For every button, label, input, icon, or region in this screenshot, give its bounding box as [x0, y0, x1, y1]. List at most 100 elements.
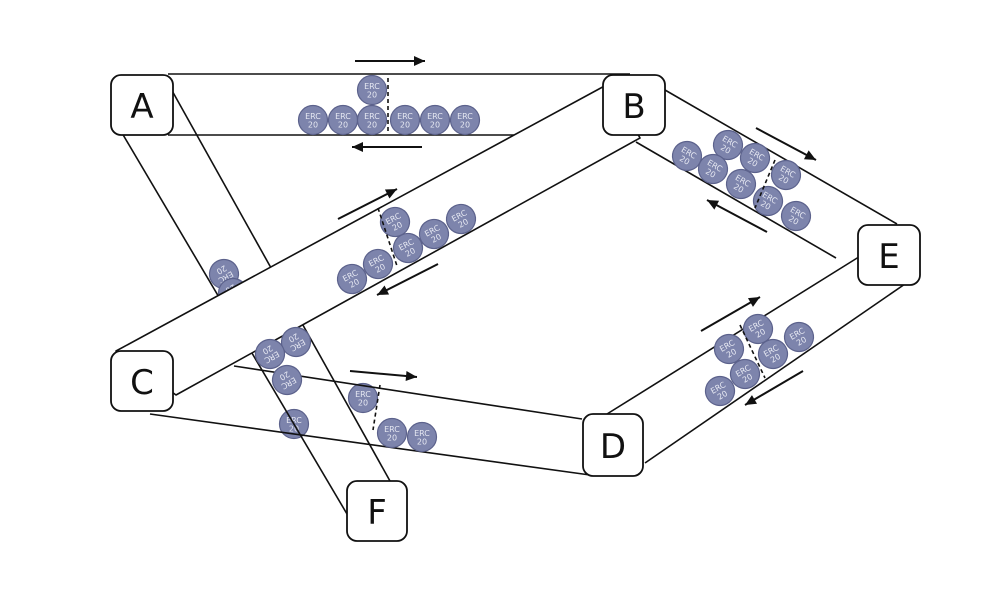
svg-text:20: 20 [261, 343, 274, 356]
svg-text:20: 20 [287, 331, 300, 344]
svg-text:20: 20 [430, 232, 443, 245]
svg-text:20: 20 [777, 173, 790, 186]
svg-text:20: 20 [430, 121, 440, 130]
svg-text:20: 20 [746, 156, 759, 169]
svg-text:20: 20 [457, 217, 470, 230]
svg-text:20: 20 [387, 434, 397, 443]
svg-text:20: 20 [404, 246, 417, 259]
svg-text:ERC: ERC [364, 82, 380, 91]
node-C[interactable]: C [110, 350, 174, 412]
svg-text:20: 20 [795, 335, 808, 348]
svg-text:20: 20 [367, 91, 377, 100]
flow-arrow-icon [355, 56, 425, 66]
svg-text:20: 20 [769, 352, 782, 365]
flow-arrow-icon [700, 296, 761, 332]
svg-text:20: 20 [367, 121, 377, 130]
svg-text:20: 20 [787, 214, 800, 227]
channel-D-E [606, 254, 906, 464]
flow-arrows [337, 56, 817, 406]
flow-arrow-icon [706, 199, 768, 233]
svg-text:20: 20 [704, 167, 717, 180]
flow-arrow-icon [755, 127, 817, 161]
svg-text:20: 20 [754, 327, 767, 340]
node-B[interactable]: B [602, 74, 666, 136]
svg-text:ERC: ERC [335, 112, 351, 121]
svg-text:20: 20 [278, 369, 291, 382]
svg-text:20: 20 [391, 220, 404, 233]
svg-text:20: 20 [716, 389, 729, 402]
svg-text:ERC: ERC [457, 112, 473, 121]
svg-text:20: 20 [215, 263, 228, 276]
node-A-label: A [130, 87, 153, 127]
node-D-label: D [600, 427, 626, 467]
svg-text:ERC: ERC [286, 416, 302, 425]
svg-text:20: 20 [719, 143, 732, 156]
svg-text:ERC: ERC [427, 112, 443, 121]
coin-layer-top: ERC20ERC20ERC20ERC20ERC20ERC20ERC20ERC20… [254, 74, 815, 453]
node-D[interactable]: D [582, 413, 644, 477]
node-C-label: C [130, 363, 154, 403]
svg-text:20: 20 [358, 399, 368, 408]
svg-text:20: 20 [348, 277, 361, 290]
node-A[interactable]: A [110, 74, 174, 136]
svg-text:ERC: ERC [384, 425, 400, 434]
channel-B-E [635, 89, 898, 259]
flow-arrow-icon [376, 263, 439, 296]
svg-text:ERC: ERC [414, 429, 430, 438]
svg-text:20: 20 [741, 372, 754, 385]
svg-text:20: 20 [338, 121, 348, 130]
node-E-label: E [878, 237, 899, 277]
svg-text:ERC: ERC [364, 112, 380, 121]
flow-arrow-icon [349, 370, 418, 381]
svg-text:20: 20 [308, 121, 318, 130]
svg-text:20: 20 [400, 121, 410, 130]
node-B-label: B [622, 87, 645, 127]
svg-text:ERC: ERC [305, 112, 321, 121]
svg-text:20: 20 [759, 199, 772, 212]
node-F-label: F [367, 493, 387, 533]
svg-text:ERC: ERC [397, 112, 413, 121]
channel-C-D [149, 365, 591, 476]
flow-arrow-icon [337, 188, 398, 220]
node-E[interactable]: E [857, 224, 921, 286]
flow-arrow-icon [744, 370, 804, 406]
flow-arrow-icon [352, 142, 422, 152]
svg-text:20: 20 [417, 438, 427, 447]
dashed-separators [372, 78, 776, 431]
node-F[interactable]: F [346, 480, 408, 542]
svg-text:20: 20 [678, 154, 691, 167]
svg-text:ERC: ERC [355, 390, 371, 399]
svg-text:20: 20 [374, 262, 387, 275]
svg-text:20: 20 [289, 425, 299, 434]
svg-text:20: 20 [732, 182, 745, 195]
